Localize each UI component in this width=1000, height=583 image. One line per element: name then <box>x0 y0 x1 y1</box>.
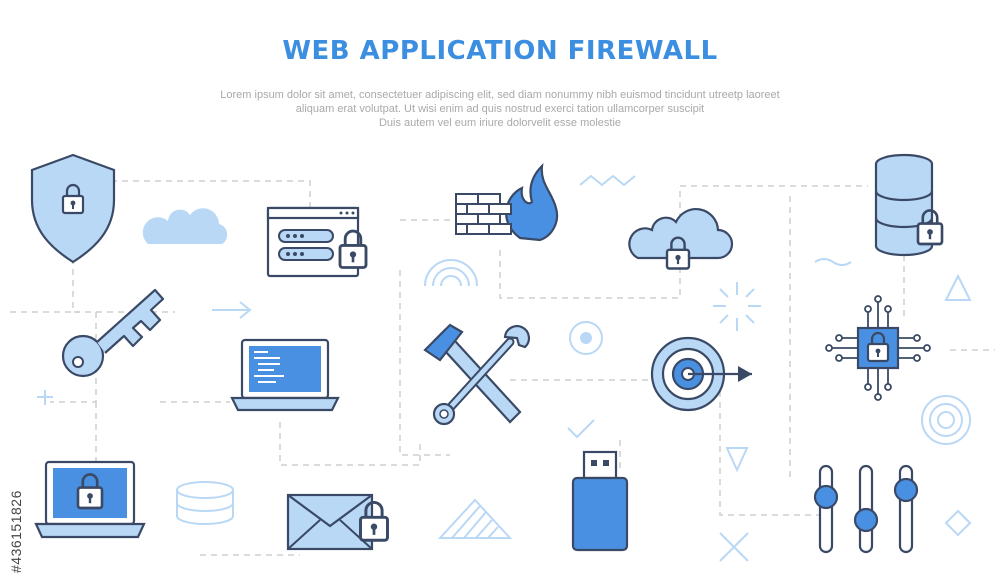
database-lock-icon <box>874 153 944 257</box>
usb-drive-icon <box>571 450 629 552</box>
zigzag-decoration <box>579 174 636 187</box>
email-lock-icon <box>286 493 389 551</box>
target-icon <box>650 336 752 412</box>
cloud-lock-icon <box>628 208 734 270</box>
wave-decoration <box>814 258 852 266</box>
plus-decoration <box>37 390 53 405</box>
sliders-icon <box>813 464 919 554</box>
radio-decoration <box>569 321 603 355</box>
firewall-icon <box>455 163 559 242</box>
subtitle-line-3: Duis autem vel eum iriure dolorvelit ess… <box>378 117 622 129</box>
shield-lock-icon <box>30 153 116 264</box>
check-decoration <box>567 419 595 439</box>
key-icon <box>61 288 165 378</box>
login-window-lock-icon <box>266 206 368 278</box>
subtitle: Lorem ipsum dolor sit amet, consectetuer… <box>170 88 830 130</box>
watermark: #436151826 <box>8 345 24 575</box>
cloud-icon <box>142 208 228 244</box>
tools-icon <box>423 323 531 426</box>
rings-decoration <box>921 395 971 445</box>
subtitle-line-1: Lorem ipsum dolor sit amet, consectetuer… <box>220 89 780 101</box>
decorations <box>37 174 972 562</box>
cylinder-decoration <box>176 481 234 525</box>
page-title: WEB APPLICATION FIREWALL <box>282 36 718 66</box>
wifi-arc-decoration <box>424 259 478 287</box>
triangle-down-decoration <box>725 447 749 473</box>
chip-lock-icon <box>825 295 931 401</box>
laptop-code-icon <box>230 338 340 412</box>
triangle-decoration <box>944 273 972 301</box>
laptop-lock-icon <box>34 460 146 539</box>
x-decoration <box>719 532 749 562</box>
watermark-id: #436151826 <box>8 490 24 573</box>
diamond-decoration <box>944 509 972 537</box>
striped-triangle-decoration <box>437 498 513 539</box>
burst-decoration <box>713 282 761 331</box>
arrow-decoration <box>212 301 252 319</box>
subtitle-line-2: aliquam erat volutpat. Ut wisi enim ad q… <box>295 103 705 115</box>
